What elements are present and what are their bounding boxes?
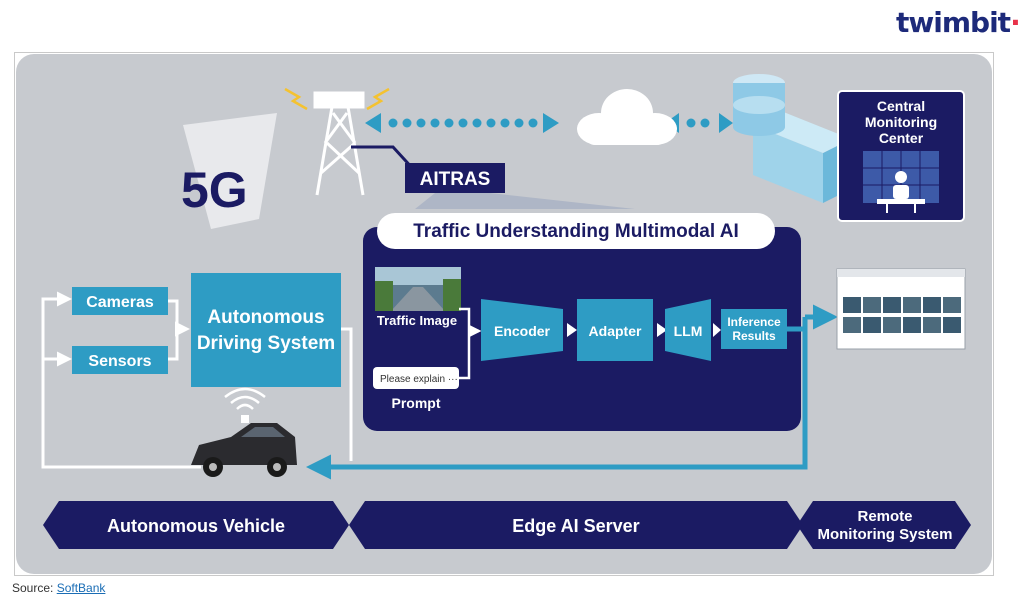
traffic-image [375,267,461,311]
remote-monitor-screen [836,268,966,350]
inference-label-2: Results [732,329,776,343]
sensors-label: Sensors [88,353,151,370]
inputs-merge-line [459,307,471,380]
5g-emblem-icon [183,113,277,229]
datacenter-icon [733,74,851,203]
section-remote-monitoring-line-2: Monitoring System [817,526,952,543]
central-monitoring-line-2: Monitoring [865,114,937,130]
aitras-diagram: 5G AITRAS [16,54,992,574]
ads-line-1: Autonomous [207,307,324,328]
aitras-label: AITRAS [420,169,491,190]
diagram-frame: 5G AITRAS [14,52,994,576]
section-autonomous-vehicle-label: Autonomous Vehicle [107,516,285,536]
cameras-label: Cameras [86,294,154,311]
cell-tower-icon [313,91,365,196]
adapter-label: Adapter [589,323,642,339]
traffic-image-label: Traffic Image [377,313,457,328]
tower-cloud-link [365,113,559,133]
5g-label: 5G [181,162,248,218]
encoder-label: Encoder [494,323,551,339]
inference-block [721,309,787,349]
logo-dot-icon: · [1010,6,1021,39]
wireless-signal-icon [224,387,266,410]
ads-box [191,273,341,387]
prompt-label: Prompt [392,395,441,411]
section-remote-monitoring [797,501,971,549]
cameras-box [72,287,168,315]
section-remote-monitoring-line-1: Remote [857,508,912,525]
sensors-box [72,346,168,374]
cloud-icon [577,89,677,145]
arrow-adapter-llm [657,323,667,337]
return-to-vehicle-line [306,317,808,480]
llm-label: LLM [674,323,703,339]
section-edge-ai-server [349,501,803,549]
encoder-block [481,299,563,361]
prompt-input[interactable] [373,367,459,389]
arrow-encoder-adapter [567,323,577,337]
inference-label-1: Inference [727,315,781,329]
signal-bolt-icon [284,87,390,111]
aitras-box [405,163,505,193]
car-icon [191,415,297,477]
aitras-beam [415,193,635,209]
central-monitoring-line-3: Center [879,130,924,146]
arrow-llm-inference [713,323,721,337]
prompt-placeholder: Please explain ··· [380,374,458,385]
llm-block [665,299,711,361]
logo-text: twimbit [896,6,1011,39]
ai-title: Traffic Understanding Multimodal AI [413,221,738,242]
section-edge-ai-server-label: Edge AI Server [512,516,639,536]
source-link[interactable]: SoftBank [56,581,106,595]
source-prefix: Source: [12,581,57,595]
adapter-block [577,299,653,361]
central-monitoring-line-1: Central [877,98,925,114]
source-caption: Source: SoftBank [12,581,105,595]
ai-title-box [377,213,775,249]
twimbit-logo: twimbit· [896,6,1021,39]
operator-icon [877,171,925,213]
ads-line-2: Driving System [197,333,335,354]
ads-to-edge-line [341,327,353,461]
vehicle-feedback-loop [41,291,201,469]
section-autonomous-vehicle [43,501,349,549]
